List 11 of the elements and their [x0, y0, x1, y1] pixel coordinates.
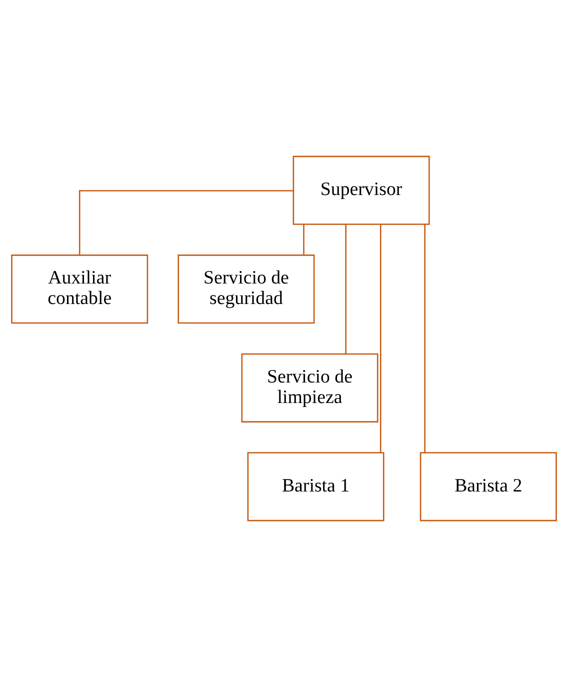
node-box: Barista 1 [247, 452, 384, 522]
connector [303, 224, 304, 256]
node-box: Supervisor [292, 156, 430, 225]
connector [78, 190, 294, 255]
node-box: Servicio de seguridad [178, 254, 315, 324]
node-box: Auxiliar contable [11, 254, 148, 324]
node-box: Barista 2 [420, 452, 557, 522]
node-box: Servicio de limpieza [241, 353, 378, 422]
connector [380, 224, 382, 453]
connector [424, 224, 426, 453]
connector [345, 224, 346, 354]
